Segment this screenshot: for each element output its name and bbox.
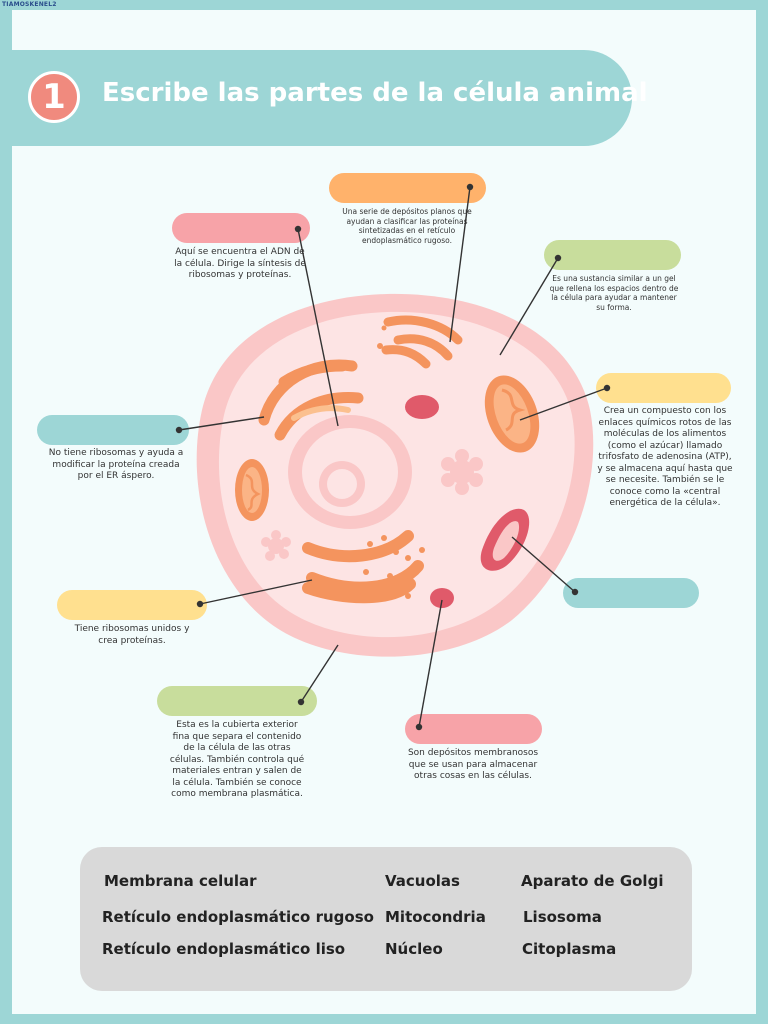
animal-cell-diagram [37,173,731,744]
label-box-smooth-er [37,415,189,445]
worksheet: 1 Escribe las partes de la célula animal [12,10,756,1014]
label-box-cytoplasm [544,240,681,270]
description-membrane: Esta es la cubierta exterior fina que se… [169,720,305,799]
header-banner: 1 Escribe las partes de la célula animal [12,50,648,146]
description-rough-er: Tiene ribosomas unidos y crea proteínas. [74,624,190,646]
description-nucleus: Aquí se encuentra el ADN de la célula. D… [174,247,306,280]
word-bank-item: Lisosoma [523,908,602,926]
nucleolus-center [327,469,357,499]
description-mitochondria: Crea un compuesto con los enlaces químic… [597,406,733,508]
word-bank-item: Mitocondria [385,908,486,926]
smooth-er-small [291,405,351,421]
vacuole-bottom [430,588,454,608]
lysosome [480,508,530,571]
centrosome-star [441,449,483,495]
exercise-number: 1 [28,71,80,123]
word-bank-item: Citoplasma [522,940,617,958]
leader-dots [175,183,611,731]
ribosomes [363,535,425,599]
golgi-apparatus [381,315,463,369]
label-box-lysosome [563,578,699,608]
small-star [261,530,291,561]
label-box-golgi [329,173,486,203]
word-bank: Membrana celular Vacuolas Aparato de Gol… [80,847,692,991]
word-bank-item: Núcleo [385,940,443,958]
description-smooth-er: No tiene ribosomas y ayuda a modificar l… [48,448,184,481]
word-bank-item: Aparato de Golgi [521,872,664,890]
word-bank-item: Membrana celular [104,872,257,890]
smooth-er [258,359,364,441]
word-bank-item: Retículo endoplasmático liso [102,940,346,958]
page-title: Escribe las partes de la célula animal [102,78,648,108]
label-box-rough-er [57,590,207,620]
rough-er [302,530,424,604]
watermark: TIAMOSKENEL2 [2,1,57,8]
leader-lines [178,186,608,728]
label-box-mitochondria [596,373,731,403]
word-bank-item: Retículo endoplasmático rugoso [102,908,374,926]
word-bank-item: Vacuolas [385,872,460,890]
description-vacuoles: Son depósitos membranosos que se usan pa… [407,748,539,781]
label-box-vacuoles [405,714,542,744]
label-box-nucleus [172,213,310,243]
mitochondrion-right [484,375,540,453]
description-cytoplasm: Es una sustancia similar a un gel que re… [549,274,679,312]
description-golgi: Una serie de depósitos planos que ayudan… [342,207,472,245]
vacuole-top [405,395,439,419]
mitochondrion-left [235,459,269,521]
label-box-membrane [157,686,317,716]
